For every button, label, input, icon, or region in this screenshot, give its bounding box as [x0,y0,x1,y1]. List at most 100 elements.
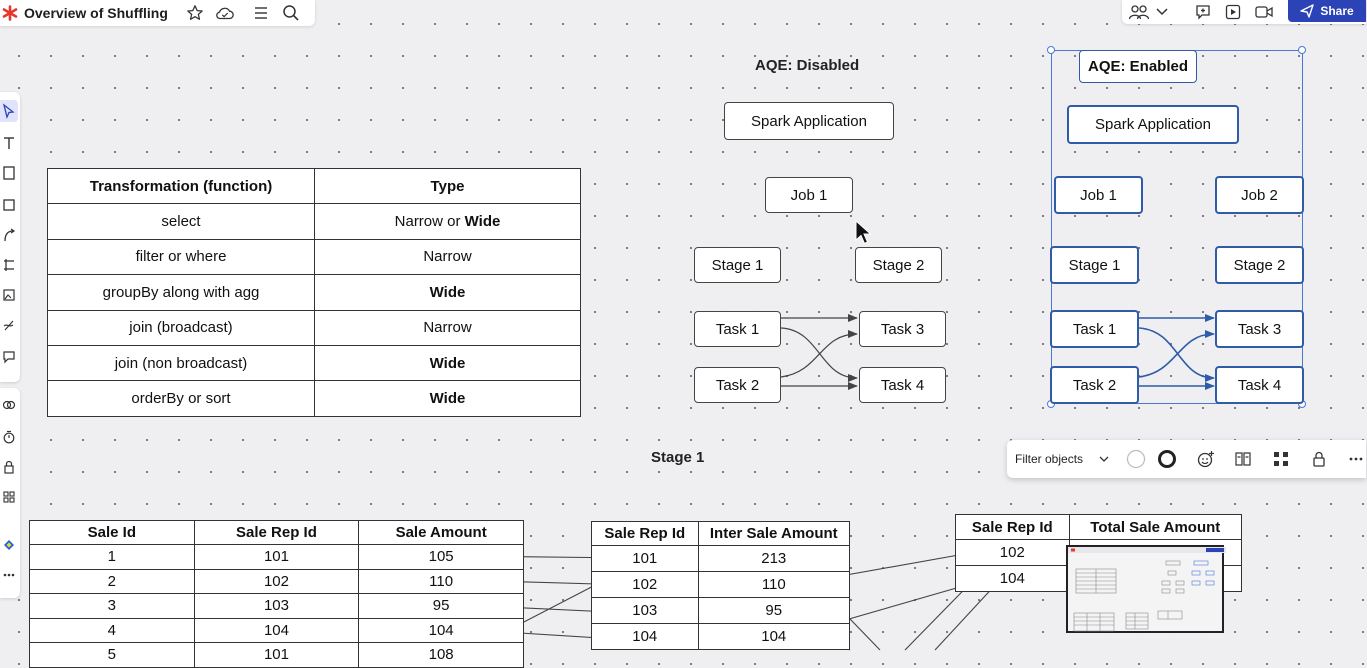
timer-icon[interactable] [0,426,18,448]
arrow-connector[interactable] [780,330,858,378]
image-upload-icon[interactable] [0,284,18,306]
document-header: Overview of Shuffling [0,0,315,26]
resize-handle[interactable] [1298,46,1306,54]
table-cell: groupBy along with agg [47,274,315,311]
stage-section-label[interactable]: Stage 1 [651,449,705,466]
sticky-note-icon[interactable] [0,162,18,184]
transformation-table[interactable]: Transformation (function) Type select Na… [47,167,581,417]
stage-box[interactable]: Stage 1 [694,247,781,283]
task-box[interactable]: Task 4 [859,367,946,403]
type-plain-text: Narrow [423,248,472,266]
column-header: Type [314,167,581,205]
fill-color-icon[interactable] [1125,448,1147,470]
mouse-cursor-icon [855,219,872,245]
type-bold-text: Wide [464,213,501,231]
stage-box[interactable]: Stage 2 [1215,246,1304,284]
grid-apps-icon[interactable] [0,486,18,508]
search-icon[interactable] [278,1,304,25]
table-row: 101 213 [591,545,851,572]
distribute-icon[interactable] [1270,448,1292,470]
frame-tool-icon[interactable] [0,254,18,276]
table-cell: 4 [29,617,195,643]
arrow-connector[interactable] [1138,330,1215,378]
share-label: Share [1320,4,1354,18]
chevron-down-icon[interactable] [1093,448,1115,470]
table-cell: filter or where [47,238,315,276]
spark-application-box[interactable]: Spark Application [1067,105,1239,144]
more-tools-icon[interactable] [0,564,18,586]
arrow-connector[interactable] [934,581,999,651]
align-icon[interactable] [1232,448,1254,470]
task-box[interactable]: Task 3 [1215,310,1304,348]
video-call-icon[interactable] [1254,3,1274,21]
share-button[interactable]: Share [1288,0,1366,22]
link-icon[interactable] [0,394,18,416]
comment-icon[interactable] [1194,3,1212,21]
table-cell: join (broadcast) [47,309,315,346]
resize-handle[interactable] [1047,46,1055,54]
app-logo-icon[interactable] [0,3,20,23]
task-box[interactable]: Task 4 [1215,366,1304,404]
job-box[interactable]: Job 2 [1215,176,1304,214]
task-box[interactable]: Task 2 [1050,366,1139,404]
table-row: join (non broadcast) Wide [47,344,581,382]
integration-app-icon[interactable] [0,534,18,556]
table-cell: Wide [314,344,581,382]
pen-tool-icon[interactable] [0,314,18,336]
task-box[interactable]: Task 3 [859,311,946,347]
screenshot-thumbnail[interactable] [1066,545,1226,633]
menu-icon[interactable] [248,1,274,25]
cloud-icon[interactable] [212,1,238,25]
more-options-icon[interactable] [1345,448,1367,470]
collaborators-icon[interactable] [1128,2,1150,22]
table-cell: Wide [314,274,581,311]
task-box[interactable]: Task 2 [694,367,781,403]
table-cell: 2 [29,568,195,594]
document-title[interactable]: Overview of Shuffling [24,5,168,21]
select-tool-icon[interactable] [0,100,18,122]
table-cell: 1 [29,544,195,570]
column-header: Total Sale Amount [1068,514,1243,540]
aqe-disabled-title[interactable]: AQE: Disabled [755,57,860,74]
spark-application-box[interactable]: Spark Application [724,102,894,140]
selection-frame[interactable] [1051,50,1303,404]
aqe-enabled-title[interactable]: AQE: Enabled [1079,50,1197,83]
shape-tool-icon[interactable] [0,194,18,216]
table-cell: 110 [358,568,524,594]
type-plain-text: Narrow [423,319,472,337]
star-icon[interactable] [182,1,208,25]
connection-line-icon[interactable] [0,224,18,246]
table-cell: 3 [29,593,195,619]
present-icon[interactable] [1224,3,1242,21]
task-box[interactable]: Task 1 [694,311,781,347]
border-style-icon[interactable] [1156,448,1178,470]
table-cell: join (non broadcast) [47,344,315,382]
sales-table[interactable]: Sale Id Sale Rep Id Sale Amount 1 101 10… [29,520,524,668]
table-row: join (broadcast) Narrow [47,309,581,346]
comment-tool-icon[interactable] [0,346,18,368]
creation-toolbar [0,92,20,382]
task-box[interactable]: Task 1 [1050,310,1139,348]
table-row: 3 103 95 [29,593,524,619]
aqe-disabled-arrows [780,314,858,390]
table-cell: Wide [314,380,581,417]
stage-box[interactable]: Stage 1 [1050,246,1139,284]
job-box[interactable]: Job 1 [1054,176,1143,214]
lock-icon[interactable] [1308,448,1330,470]
table-cell: 101 [193,642,360,668]
text-tool-icon[interactable] [0,132,18,154]
job-box[interactable]: Job 1 [765,177,853,213]
inter-sale-table[interactable]: Sale Rep Id Inter Sale Amount 101 213 10… [591,521,851,650]
stage-box[interactable]: Stage 2 [855,247,942,283]
table-cell: 110 [697,571,851,598]
filter-objects-dropdown[interactable]: Filter objects [1015,452,1084,466]
add-reaction-icon[interactable] [1195,448,1217,470]
type-plain-text: Narrow or [394,213,465,231]
lock-tool-icon[interactable] [0,456,18,478]
table-cell: Narrow or Wide [314,203,581,240]
chevron-down-icon[interactable] [1154,4,1170,20]
table-cell: 104 [591,623,699,650]
table-cell: 102 [955,539,1070,566]
table-cell: 108 [358,642,524,668]
table-cell: 104 [697,623,851,650]
